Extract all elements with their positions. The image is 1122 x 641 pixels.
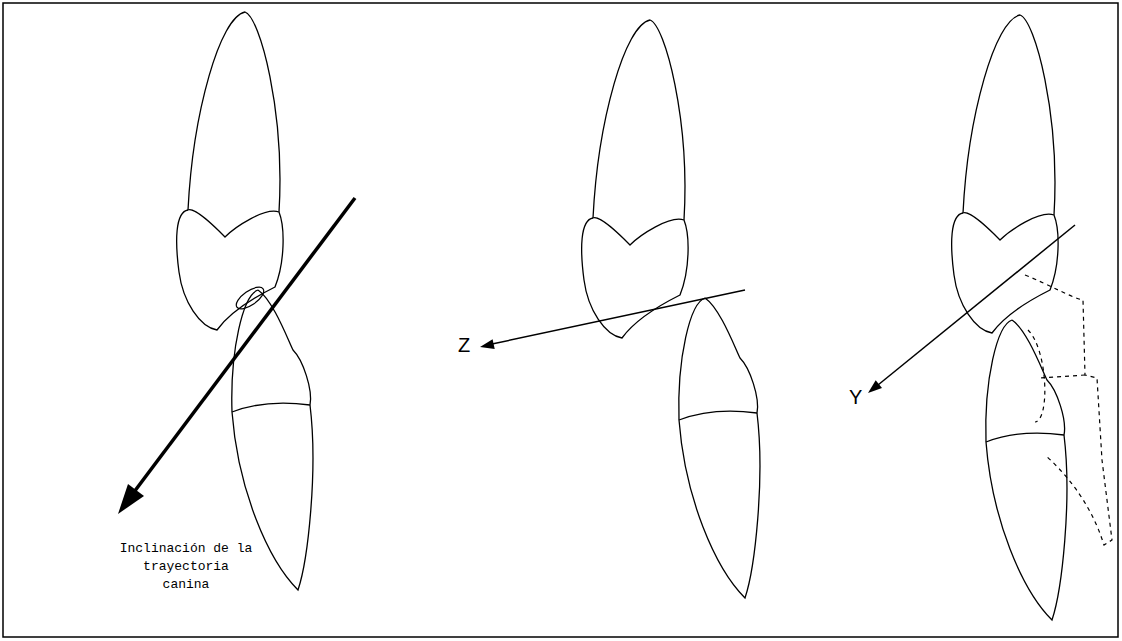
lower-tooth <box>679 298 760 598</box>
axis-label: Y <box>849 386 862 408</box>
frame <box>3 3 1118 637</box>
axis-label: Z <box>458 334 470 356</box>
upper-tooth <box>952 15 1058 333</box>
displaced-tooth-outline <box>1025 275 1112 545</box>
lower-tooth <box>986 320 1067 620</box>
upper-tooth <box>177 12 283 330</box>
caption-label: Inclinación de la trayectoria canina <box>118 540 254 594</box>
arrowhead <box>118 484 144 514</box>
contact-area <box>233 283 267 313</box>
canine-path-arrow <box>128 198 355 500</box>
arrowhead <box>480 339 495 349</box>
z-axis-line <box>492 290 745 344</box>
upper-tooth <box>582 20 688 338</box>
y-axis-line <box>878 225 1075 385</box>
arrowhead <box>868 380 882 393</box>
